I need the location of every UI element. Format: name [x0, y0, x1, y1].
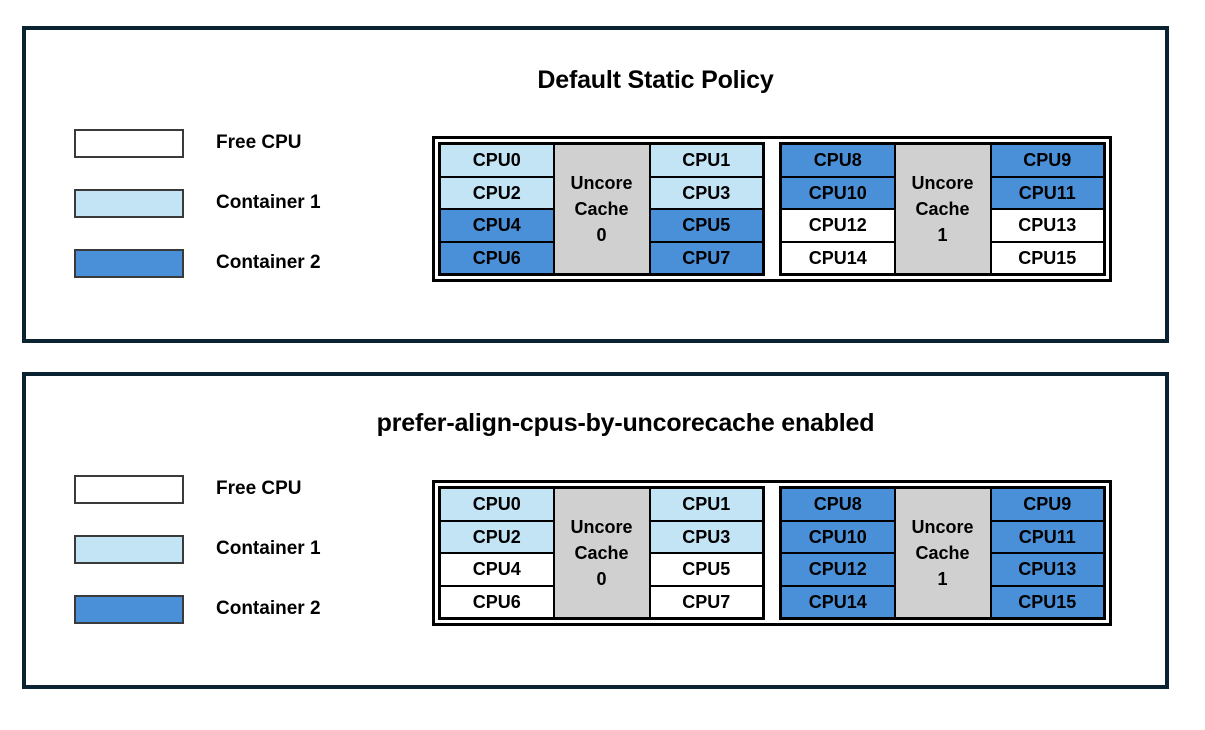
legend-swatch-free-cpu	[74, 474, 184, 504]
uncore-cache-block: Uncore Cache 0	[553, 144, 650, 274]
cpu-cell: CPU9	[990, 144, 1104, 177]
uncore-cache-index: 0	[596, 225, 607, 246]
cpu-cell: CPU2	[440, 520, 554, 553]
uncore-cache-index: 0	[596, 569, 607, 590]
cache-group-1: CPU8 CPU10 CPU12 CPU14 Uncore Cache 1 CP…	[779, 142, 1106, 276]
uncore-cache-block: Uncore Cache 1	[894, 144, 991, 274]
cpu-column-right: CPU9 CPU11 CPU13 CPU15	[990, 144, 1104, 274]
cpu-cell: CPU10	[781, 176, 895, 209]
cpu-cell: CPU1	[649, 488, 763, 521]
cpu-cell: CPU4	[440, 209, 554, 242]
uncore-cache-index: 1	[937, 225, 948, 246]
cpu-cell: CPU0	[440, 144, 554, 177]
uncore-cache-line-1: Uncore	[911, 516, 974, 537]
cpu-cell: CPU13	[990, 209, 1104, 242]
cache-group-1: CPU8 CPU10 CPU12 CPU14 Uncore Cache 1 CP…	[779, 486, 1106, 620]
cpu-cell: CPU11	[990, 176, 1104, 209]
legend-label-container-2: Container 2	[216, 598, 321, 619]
cpu-cell: CPU5	[649, 209, 763, 242]
legend-item-container-1: Container 1	[74, 188, 321, 218]
legend-swatch-free-cpu	[74, 128, 184, 158]
panel-prefer-align-cpus-by-uncorecache: prefer-align-cpus-by-uncorecache enabled…	[22, 372, 1169, 689]
legend-item-container-2: Container 2	[74, 594, 321, 624]
cpu-cell: CPU14	[781, 241, 895, 274]
uncore-cache-line-2: Cache	[915, 542, 970, 563]
legend-label-container-1: Container 1	[216, 538, 321, 559]
cpu-cell: CPU7	[649, 585, 763, 618]
uncore-cache-index: 1	[937, 569, 948, 590]
uncore-cache-block: Uncore Cache 1	[894, 488, 991, 618]
legend-item-free-cpu: Free CPU	[74, 128, 321, 158]
cpu-cell: CPU6	[440, 241, 554, 274]
cpu-cell: CPU15	[990, 241, 1104, 274]
legend-label-free-cpu: Free CPU	[216, 132, 302, 153]
cpu-cell: CPU0	[440, 488, 554, 521]
cpu-topology-diagram: CPU0 CPU2 CPU4 CPU6 Uncore Cache 0 CPU1 …	[432, 136, 1112, 282]
cpu-cell: CPU9	[990, 488, 1104, 521]
legend-label-container-1: Container 1	[216, 192, 321, 213]
uncore-cache-line-1: Uncore	[911, 172, 974, 193]
panel-title: Default Static Policy	[537, 66, 774, 94]
cpu-cell: CPU10	[781, 520, 895, 553]
cpu-cell: CPU13	[990, 553, 1104, 586]
legend-item-container-1: Container 1	[74, 534, 321, 564]
cpu-column-left: CPU8 CPU10 CPU12 CPU14	[781, 488, 895, 618]
cpu-column-left: CPU0 CPU2 CPU4 CPU6	[440, 144, 554, 274]
cpu-column-right: CPU9 CPU11 CPU13 CPU15	[990, 488, 1104, 618]
legend-swatch-container-1	[74, 188, 184, 218]
cpu-cell: CPU2	[440, 176, 554, 209]
uncore-cache-line-2: Cache	[915, 198, 970, 219]
cpu-column-left: CPU0 CPU2 CPU4 CPU6	[440, 488, 554, 618]
cpu-cell: CPU12	[781, 553, 895, 586]
cpu-cell: CPU4	[440, 553, 554, 586]
cpu-cell: CPU7	[649, 241, 763, 274]
legend-label-container-2: Container 2	[216, 252, 321, 273]
cpu-cell: CPU8	[781, 144, 895, 177]
legend: Free CPU Container 1 Container 2	[74, 128, 321, 278]
legend-item-free-cpu: Free CPU	[74, 474, 321, 504]
cpu-cell: CPU15	[990, 585, 1104, 618]
cpu-cell: CPU3	[649, 520, 763, 553]
uncore-cache-line-1: Uncore	[570, 172, 633, 193]
panel-default-static-policy: Default Static Policy Free CPU Container…	[22, 26, 1169, 343]
cpu-cell: CPU3	[649, 176, 763, 209]
legend-item-container-2: Container 2	[74, 248, 321, 278]
legend-label-free-cpu: Free CPU	[216, 478, 302, 499]
cpu-column-left: CPU8 CPU10 CPU12 CPU14	[781, 144, 895, 274]
uncore-cache-line-1: Uncore	[570, 516, 633, 537]
cpu-cell: CPU1	[649, 144, 763, 177]
cpu-cell: CPU11	[990, 520, 1104, 553]
cpu-cell: CPU12	[781, 209, 895, 242]
cpu-column-right: CPU1 CPU3 CPU5 CPU7	[649, 488, 763, 618]
cpu-column-right: CPU1 CPU3 CPU5 CPU7	[649, 144, 763, 274]
cache-group-0: CPU0 CPU2 CPU4 CPU6 Uncore Cache 0 CPU1 …	[438, 486, 765, 620]
cpu-cell: CPU6	[440, 585, 554, 618]
cpu-topology-diagram: CPU0 CPU2 CPU4 CPU6 Uncore Cache 0 CPU1 …	[432, 480, 1112, 626]
cache-group-0: CPU0 CPU2 CPU4 CPU6 Uncore Cache 0 CPU1 …	[438, 142, 765, 276]
cpu-cell: CPU5	[649, 553, 763, 586]
uncore-cache-line-2: Cache	[574, 542, 629, 563]
panel-title: prefer-align-cpus-by-uncorecache enabled	[376, 409, 875, 437]
legend-swatch-container-1	[74, 534, 184, 564]
legend-swatch-container-2	[74, 248, 184, 278]
cpu-cell: CPU8	[781, 488, 895, 521]
legend: Free CPU Container 1 Container 2	[74, 474, 321, 624]
uncore-cache-block: Uncore Cache 0	[553, 488, 650, 618]
legend-swatch-container-2	[74, 594, 184, 624]
cpu-cell: CPU14	[781, 585, 895, 618]
uncore-cache-line-2: Cache	[574, 198, 629, 219]
